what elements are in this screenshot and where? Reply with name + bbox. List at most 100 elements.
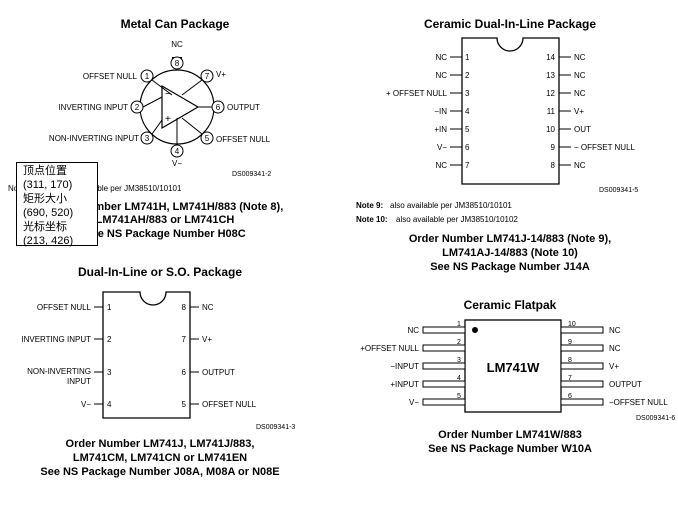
dip8-left-pin-label: INVERTING INPUT — [21, 335, 91, 344]
flatpak-left-pin-label: +OFFSET NULL — [360, 344, 419, 353]
flatpak-left-pin-label: V− — [409, 398, 419, 407]
dip14-left-pin-number: 1 — [465, 53, 470, 62]
tooltip-vertex-value: (311, 170) — [23, 179, 73, 191]
wire-vplus — [181, 79, 203, 96]
mc-label-vplus: V+ — [216, 70, 226, 79]
ceramic-dip-title: Ceramic Dual-In-Line Package — [424, 17, 596, 31]
dip14-left-pin-number: 4 — [465, 107, 470, 116]
pin-circle-8 — [170, 56, 184, 70]
dip14-right-pin-number: 10 — [546, 125, 555, 134]
dip8-right-pin-number: 6 — [182, 368, 187, 377]
dip14-right-pin-number: 13 — [546, 71, 555, 80]
dip14-left-pin-label: −IN — [434, 107, 447, 116]
opamp-plus: + — [165, 114, 171, 125]
dip14-left-pin-number: 3 — [465, 89, 470, 98]
flatpak-title: Ceramic Flatpak — [464, 298, 557, 312]
dip14-right-pin-label: NC — [574, 71, 586, 80]
dip8-left-pin-number: 4 — [107, 400, 112, 409]
dip14-right-pin-number: 11 — [547, 107, 556, 116]
dip14-left-pin-number: 2 — [465, 71, 470, 80]
dip14-right-pin-number: 14 — [546, 53, 555, 62]
pin-num-5: 5 — [205, 134, 210, 143]
flatpak-pin1-dot — [472, 327, 478, 333]
dip14-right-pin-label: OUT — [574, 125, 591, 134]
mc-label-inverting: INVERTING INPUT — [58, 103, 128, 112]
tooltip-rect-value: (690, 520) — [23, 207, 74, 219]
dual-so-body — [102, 291, 191, 419]
coordinate-tooltip: 顶点位置 (311, 170) 矩形大小 (690, 520) 光标坐标 (21… — [16, 162, 98, 247]
note10-tag: Note 10: — [356, 215, 388, 224]
dip14-left-pin-label: NC — [435, 71, 447, 80]
ceramic-dip-body — [461, 37, 560, 185]
opamp-minus: − — [165, 89, 171, 100]
wire-inv — [142, 96, 163, 108]
metal-can-section: Metal Can Package NC − + 8 1 2 3 4 5 6 7 — [8, 17, 283, 240]
flatpak-right-pin-number: 7 — [568, 375, 572, 382]
flatpak-order-1: Order Number LM741W/883 — [438, 429, 582, 441]
flatpak-right-pin-lead — [560, 380, 604, 388]
dip8-order-3: See NS Package Number J08A, M08A or N08E — [40, 466, 279, 478]
dip14-right-pin-label: − OFFSET NULL — [574, 143, 636, 152]
dip14-right-pin-number: 12 — [546, 89, 555, 98]
dip8-ds-code: DS009341-3 — [256, 424, 295, 431]
dip14-left-pin-label: +IN — [434, 125, 447, 134]
mc-order-2: LM741AH/883 or LM741CH — [96, 214, 235, 226]
flatpak-left-pin-number: 3 — [457, 357, 461, 364]
dip8-left-pin-number: 1 — [107, 303, 112, 312]
flatpak-right-pin-lead — [560, 398, 604, 406]
flatpak-left-pin-number: 5 — [457, 393, 461, 400]
dual-so-section: Dual-In-Line or S.O. Package 1234OFFSET … — [21, 265, 295, 478]
flatpak-left-pin-label: +INPUT — [390, 380, 419, 389]
dip8-left-pin-label: OFFSET NULL — [37, 303, 92, 312]
dip14-right-pin-number: 9 — [551, 143, 556, 152]
flatpak-right-pin-label: NC — [609, 344, 621, 353]
dip14-left-pin-number: 7 — [465, 161, 470, 170]
flatpak-right-pin-number: 9 — [568, 339, 572, 346]
pin-num-7: 7 — [205, 72, 210, 81]
dip14-right-pin-label: NC — [574, 89, 586, 98]
tooltip-vertex-label: 顶点位置 — [23, 165, 67, 177]
dip8-left-pin-number: 3 — [107, 368, 112, 377]
flatpak-left-pin-number: 2 — [457, 339, 461, 346]
tooltip-cursor-value: (213, 426) — [23, 235, 74, 247]
flatpak-order-2: See NS Package Number W10A — [428, 443, 592, 455]
dip14-order-3: See NS Package Number J14A — [430, 261, 590, 273]
mc-order-3: See NS Package Number H08C — [84, 228, 245, 240]
tooltip-rect-label: 矩形大小 — [23, 193, 67, 205]
flatpak-left-pin-lead — [422, 326, 466, 334]
mc-label-output: OUTPUT — [227, 103, 260, 112]
flatpak-left-pin-lead — [422, 362, 466, 370]
pin-num-1: 1 — [145, 72, 150, 81]
dip14-right-pin-number: 8 — [551, 161, 556, 170]
dip14-left-pin-label: + OFFSET NULL — [386, 89, 448, 98]
flatpak-right-pin-label: NC — [609, 326, 621, 335]
dip8-right-pin-number: 8 — [182, 303, 187, 312]
dip14-right-pin-label: NC — [574, 161, 586, 170]
pin-circle-7 — [200, 69, 214, 83]
flatpak-right-pin-lead — [560, 362, 604, 370]
mc-label-offset-null-1: OFFSET NULL — [83, 72, 138, 81]
metal-can-title: Metal Can Package — [121, 17, 230, 31]
dip8-left-pin-label: NON-INVERTING — [27, 367, 91, 376]
flatpak-left-pin-lead — [422, 380, 466, 388]
flatpak-right-pin-number: 6 — [568, 393, 572, 400]
pin-circle-1 — [140, 69, 154, 83]
dip14-order-1: Order Number LM741J-14/883 (Note 9), — [409, 233, 611, 245]
dip14-order-2: LM741AJ-14/883 (Note 10) — [442, 247, 578, 259]
dip8-right-pin-label: OUTPUT — [202, 368, 235, 377]
dip14-left-pin-label: NC — [435, 53, 447, 62]
flatpak-left-pin-number: 1 — [457, 321, 461, 328]
dip14-left-pin-label: NC — [435, 161, 447, 170]
dip14-left-pin-number: 5 — [465, 125, 470, 134]
flatpak-left-pin-lead — [422, 398, 466, 406]
dip14-right-pin-label: V+ — [574, 107, 584, 116]
mc-ds-code: DS009341-2 — [232, 171, 271, 178]
note9-tag: Note 9: — [356, 201, 383, 210]
dip8-left-pin-label: V− — [81, 400, 91, 409]
